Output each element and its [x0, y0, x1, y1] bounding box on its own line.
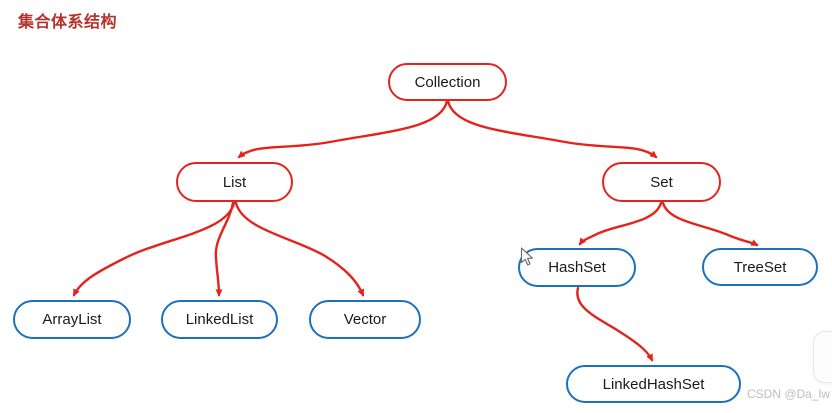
- node-treeset-label: TreeSet: [733, 258, 787, 276]
- edge-list-arraylist: [72, 201, 236, 297]
- node-list-label: List: [222, 173, 247, 191]
- edge-set-hashset: [578, 201, 663, 246]
- edge-hashset-linkedhashset: [576, 286, 654, 362]
- edge-list-linkedlist: [214, 201, 235, 297]
- edge-list-vector: [234, 201, 365, 297]
- node-set: Set: [602, 162, 721, 202]
- page-title: 集合体系结构: [18, 14, 118, 31]
- node-arraylist-label: ArrayList: [42, 311, 102, 328]
- node-collection: Collection: [388, 63, 507, 101]
- node-linkedlist: LinkedList: [161, 300, 278, 339]
- edge-collection-set: [446, 99, 658, 159]
- edge-set-treeset: [661, 201, 759, 247]
- node-linkedhashset-label: LinkedHashSet: [602, 375, 705, 393]
- node-vector-label: Vector: [343, 311, 387, 328]
- node-linkedlist-label: LinkedList: [185, 311, 254, 328]
- node-vector: Vector: [309, 300, 421, 339]
- mouse-cursor-icon: [520, 247, 533, 266]
- node-set-label: Set: [650, 173, 673, 191]
- side-panel-edge[interactable]: [813, 331, 832, 383]
- node-hashset-label: HashSet: [548, 259, 606, 276]
- node-linkedhashset: LinkedHashSet: [566, 365, 741, 403]
- watermark: CSDN @Da_lw: [747, 387, 830, 401]
- edge-collection-list: [237, 99, 449, 159]
- node-hashset: HashSet: [518, 248, 636, 287]
- node-treeset: TreeSet: [702, 248, 818, 286]
- node-list: List: [176, 162, 293, 202]
- node-collection-label: Collection: [414, 73, 481, 91]
- node-arraylist: ArrayList: [13, 300, 131, 339]
